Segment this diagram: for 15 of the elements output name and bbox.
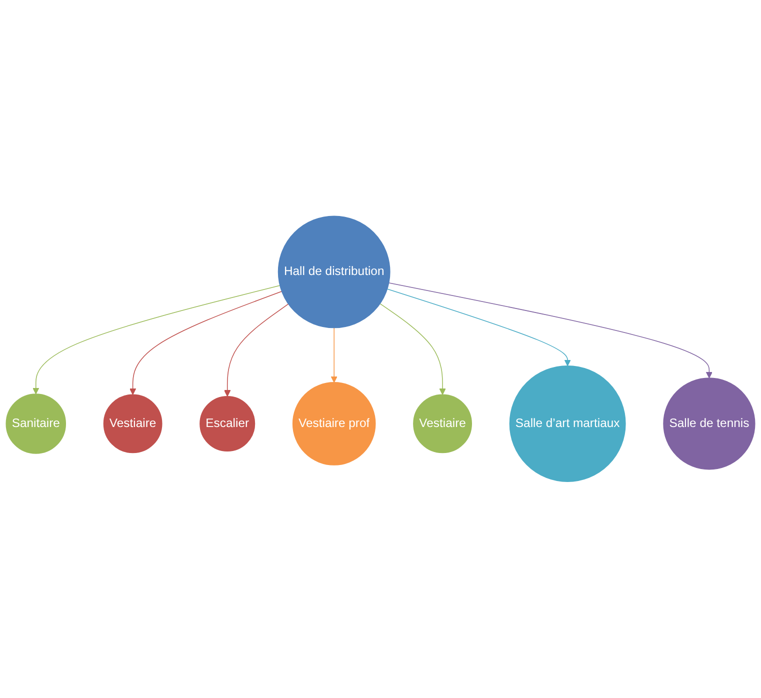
node-circle: Sanitaire (6, 394, 66, 454)
node-circle: Salle de tennis (663, 378, 756, 470)
arrow (330, 328, 338, 383)
node-circle: Hall de distribution (278, 216, 390, 328)
arrow (224, 304, 289, 397)
arrow (32, 285, 280, 394)
arrow (386, 288, 571, 366)
arrow (388, 282, 713, 378)
node-circle: Vestiaire (103, 394, 162, 454)
node-circle: Vestiaire (413, 394, 472, 454)
node-circle: Salle d’art martiaux (509, 366, 626, 482)
arrow (129, 291, 282, 396)
arrow (380, 303, 446, 396)
node-circle: Vestiaire prof (292, 382, 376, 466)
node-circle: Escalier (200, 396, 256, 452)
